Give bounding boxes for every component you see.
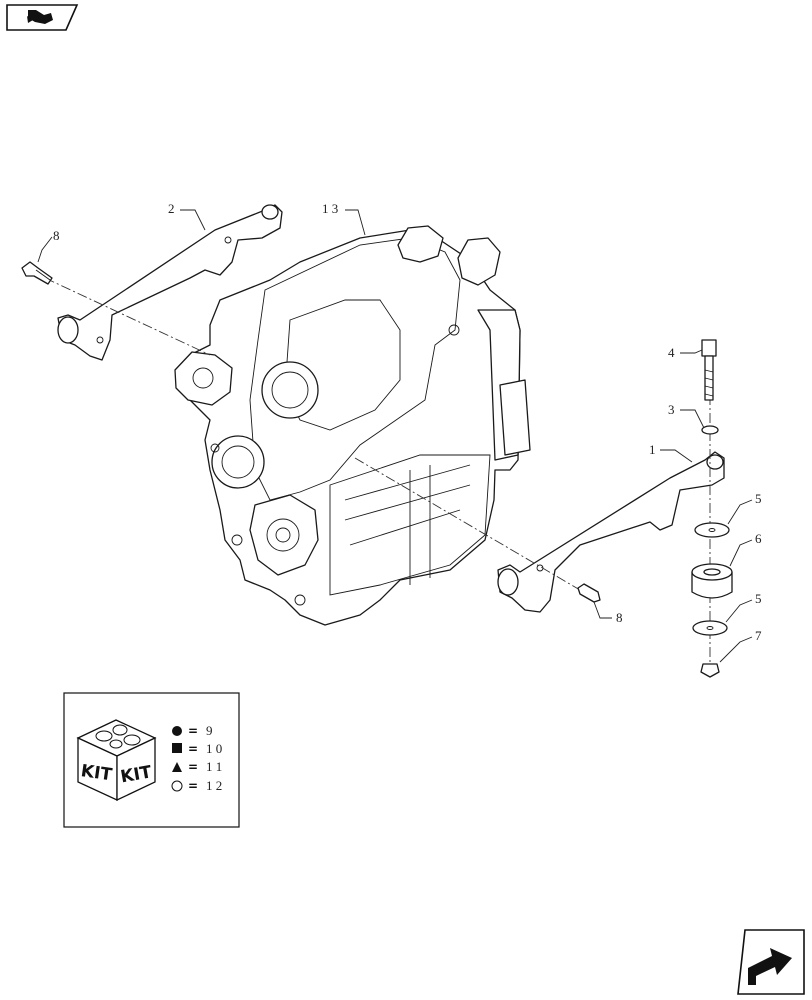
nut: [700, 663, 720, 678]
leader-5-top: [727, 499, 753, 525]
transmission-housing: [174, 225, 531, 626]
washer: [701, 425, 719, 435]
legend-equals-1: =: [188, 724, 198, 738]
open-circle-icon: [171, 780, 183, 792]
left-mounting-bracket: [57, 204, 283, 361]
bolt-left: [21, 261, 53, 285]
legend-equals-3: =: [188, 760, 198, 774]
kit-box-icon: [76, 719, 157, 802]
right-axis-line: [354, 457, 581, 591]
rubber-mount: [691, 563, 733, 599]
callout-4: 4: [668, 345, 675, 360]
leader-8-right: [593, 601, 612, 619]
callout-7: 7: [755, 628, 762, 643]
leader-13: [345, 209, 366, 236]
callout-2: 2: [168, 201, 175, 216]
legend-value-9: 9: [206, 723, 213, 738]
legend-equals-2: =: [188, 742, 198, 756]
leader-5-bottom: [725, 599, 753, 623]
bolt-right: [577, 583, 601, 603]
legend-value-12: 1 2: [206, 778, 222, 793]
filled-square-icon: [172, 743, 182, 753]
legend-equals-4: =: [188, 779, 198, 793]
legend-value-10: 1 0: [206, 741, 222, 756]
legend-value-11: 1 1: [206, 759, 222, 774]
callout-5-top: 5: [755, 491, 762, 506]
kit-legend: KIT KIT = 9 = 1 0 = 1 1 = 1 2: [63, 692, 240, 828]
leader-3: [680, 409, 705, 429]
leader-8-left: [37, 236, 53, 263]
next-page-arrow-icon[interactable]: [737, 929, 805, 995]
callout-3: 3: [668, 402, 675, 417]
vertical-bolt: [701, 339, 717, 401]
washer-lower: [692, 620, 728, 636]
leader-1: [660, 449, 693, 463]
callout-8-left: 8: [53, 228, 60, 243]
filled-triangle-icon: [172, 762, 182, 772]
leader-4: [680, 349, 703, 354]
leader-7: [719, 636, 753, 663]
kit-label-left: KIT: [80, 761, 114, 785]
leader-6: [729, 539, 753, 567]
callout-1: 1: [649, 442, 656, 457]
filled-circle-icon: [172, 726, 182, 736]
book-arrow-icon[interactable]: [6, 4, 79, 31]
left-axis-line: [44, 277, 211, 356]
callout-6: 6: [755, 531, 762, 546]
right-mounting-bracket: [497, 451, 725, 613]
washer-upper: [694, 522, 730, 538]
callout-5-bottom: 5: [755, 591, 762, 606]
callout-13: 1 3: [322, 201, 338, 216]
callout-8-right: 8: [616, 610, 623, 625]
leader-2: [180, 209, 206, 231]
